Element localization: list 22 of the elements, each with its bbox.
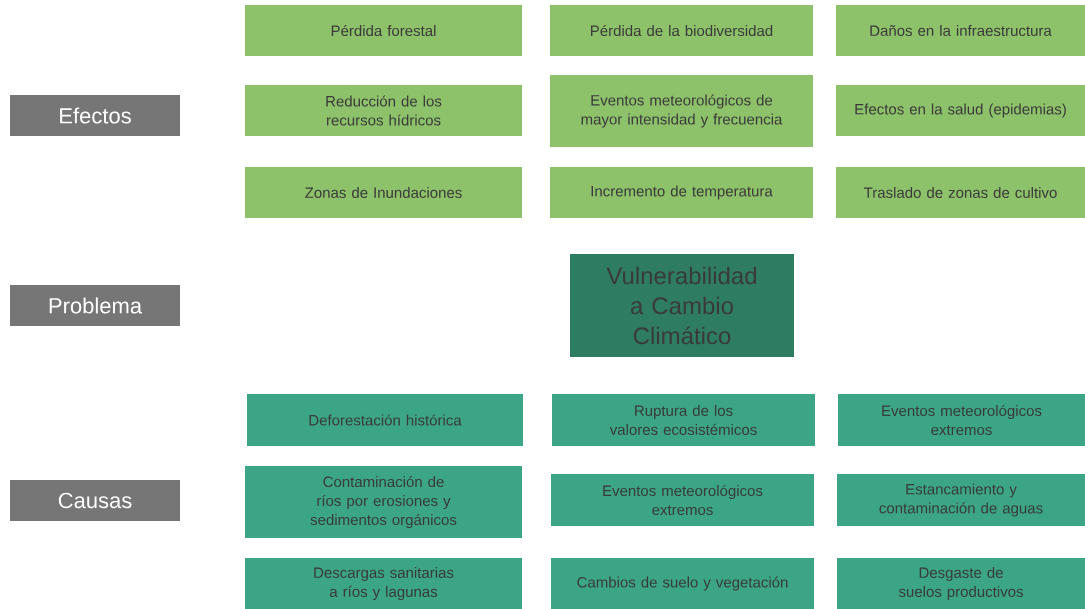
effect-box: Pérdida forestal — [245, 5, 522, 56]
label-box: Causas — [10, 480, 180, 521]
effect-box: Traslado de zonas de cultivo — [836, 167, 1085, 218]
cause-box: Contaminación de ríos por erosiones y sedimentos orgánicos — [245, 466, 522, 538]
effect-box: Reducción de los recursos hídricos — [245, 85, 522, 136]
effect-box: Incremento de temperatura — [550, 167, 813, 218]
effect-box: Daños en la infraestructura — [836, 5, 1085, 56]
problem-box: Vulnerabilidad a Cambio Climático — [570, 254, 794, 357]
cause-box: Deforestación histórica — [247, 394, 523, 446]
cause-box: Eventos meteorológicos extremos — [551, 474, 814, 526]
cause-box: Descargas sanitarias a ríos y lagunas — [245, 558, 522, 609]
effect-box: Pérdida de la biodiversidad — [550, 5, 813, 56]
label-box: Efectos — [10, 95, 180, 136]
cause-box: Desgaste de suelos productivos — [837, 558, 1085, 609]
cause-box: Eventos meteorológicos extremos — [838, 394, 1085, 446]
effect-box: Efectos en la salud (epidemias) — [836, 85, 1085, 136]
effect-box: Zonas de Inundaciones — [245, 167, 522, 218]
cause-box: Ruptura de los valores ecosistémicos — [552, 394, 815, 446]
effect-box: Eventos meteorológicos de mayor intensidad y frecuencia — [550, 75, 813, 147]
label-box: Problema — [10, 285, 180, 326]
cause-box: Cambios de suelo y vegetación — [551, 558, 814, 609]
cause-box: Estancamiento y contaminación de aguas — [837, 474, 1085, 526]
